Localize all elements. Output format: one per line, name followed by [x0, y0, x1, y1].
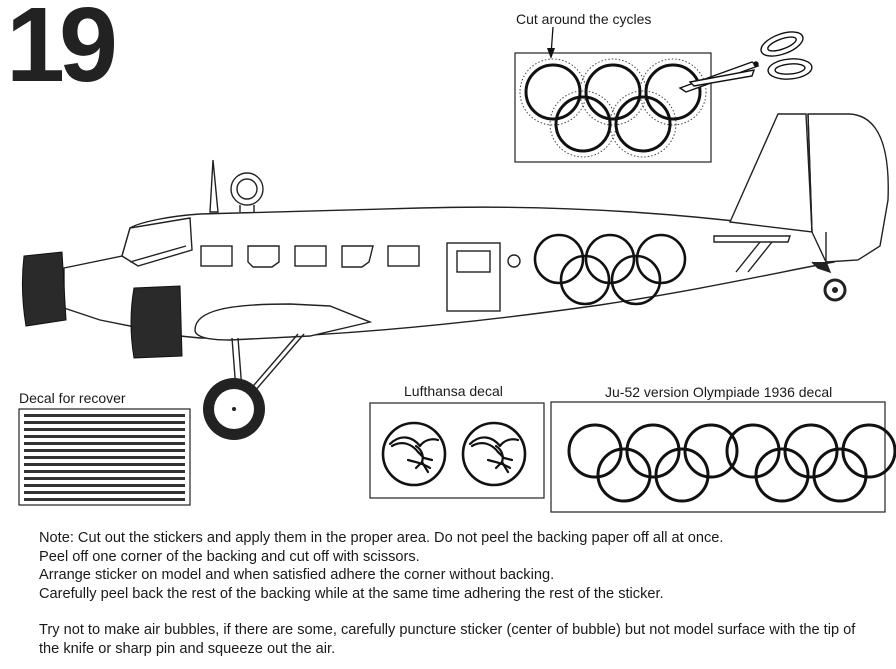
fuselage-olympic-rings	[533, 233, 687, 306]
note-line: Try not to make air bubbles, if there ar…	[39, 622, 856, 657]
note-line: Carefully peel back the rest of the back…	[39, 585, 664, 602]
olympiade-decal-panel	[550, 401, 896, 513]
instruction-notes: Note: Cut out the stickers and apply the…	[39, 529, 859, 659]
olympic-rings-icon	[524, 63, 702, 153]
engine-cowlings	[21, 251, 183, 359]
cut-instruction-label: Cut around the cycles	[516, 11, 652, 27]
cut-out-rings-panel	[514, 52, 712, 163]
olympiade-decal-label: Ju-52 version Olympiade 1936 decal	[605, 384, 833, 400]
lufthansa-decal-panel	[369, 402, 545, 499]
recover-decal-label: Decal for recover	[19, 390, 126, 406]
note-line: Peel off one corner of the backing and c…	[39, 548, 420, 565]
note-line: Note: Cut out the stickers and apply the…	[39, 530, 724, 546]
main-wheel	[203, 378, 265, 440]
scissors-icon	[678, 31, 813, 93]
step-number: 19	[6, 0, 118, 104]
note-line: Arrange sticker on model and when satisf…	[39, 567, 555, 584]
arrow-down-icon	[547, 26, 555, 59]
recover-decal-panel	[18, 408, 191, 506]
lufthansa-decal-label: Lufthansa decal	[404, 383, 503, 399]
ju52-aircraft-drawing	[63, 113, 889, 393]
